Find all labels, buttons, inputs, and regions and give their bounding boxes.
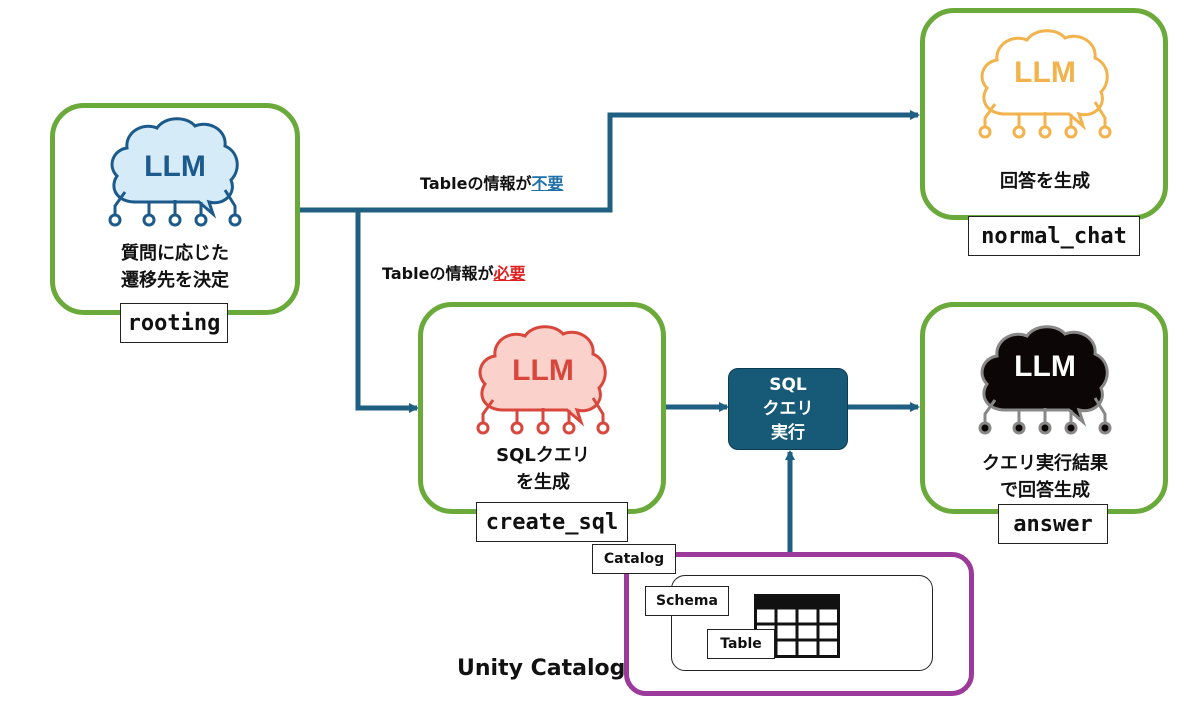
unity-catalog-title: Unity Catalog bbox=[457, 656, 626, 681]
catalog-label: Catalog bbox=[592, 544, 676, 574]
rooting-description: 質問に応じた 遷移先を決定 bbox=[121, 243, 229, 291]
create-sql-badge: LLM bbox=[512, 354, 574, 387]
llm-brain-icon: LLM bbox=[476, 325, 610, 435]
create-sql-description: SQLクエリ を生成 bbox=[496, 445, 590, 493]
table-label: Table bbox=[707, 629, 775, 659]
edge-label-needed-emphasis: 必要 bbox=[493, 264, 526, 283]
answer-name-label: answer bbox=[998, 504, 1108, 544]
rooting-name-label: rooting bbox=[120, 303, 228, 343]
table-grid-icon bbox=[754, 594, 840, 658]
normal-chat-badge: LLM bbox=[1014, 56, 1076, 89]
llm-brain-icon: LLM bbox=[978, 325, 1112, 435]
arrow-to-create-sql bbox=[355, 210, 419, 413]
edge-label-unneeded-emphasis: 不要 bbox=[531, 174, 564, 193]
rooting-badge: LLM bbox=[144, 150, 206, 183]
answer-badge: LLM bbox=[1014, 350, 1076, 383]
edge-label-needed: Tableの情報が必要 bbox=[382, 260, 525, 284]
llm-brain-icon: LLM bbox=[108, 117, 242, 227]
sql-exec-box: SQL クエリ 実行 bbox=[728, 368, 848, 450]
llm-brain-icon: LLM bbox=[978, 29, 1112, 139]
edge-label-unneeded: Tableの情報が不要 bbox=[420, 170, 563, 194]
normal-chat-name-label: normal_chat bbox=[968, 216, 1140, 256]
normal-chat-node bbox=[920, 8, 1168, 220]
arrow-to-normal-chat bbox=[298, 110, 920, 213]
edge-label-needed-prefix: Tableの情報が bbox=[382, 264, 494, 283]
answer-description: クエリ実行結果 で回答生成 bbox=[982, 453, 1108, 501]
edge-label-unneeded-prefix: Tableの情報が bbox=[420, 174, 532, 193]
normal-chat-description: 回答を生成 bbox=[1000, 171, 1090, 192]
schema-label: Schema bbox=[645, 586, 729, 616]
create-sql-name-label: create_sql bbox=[476, 502, 628, 542]
